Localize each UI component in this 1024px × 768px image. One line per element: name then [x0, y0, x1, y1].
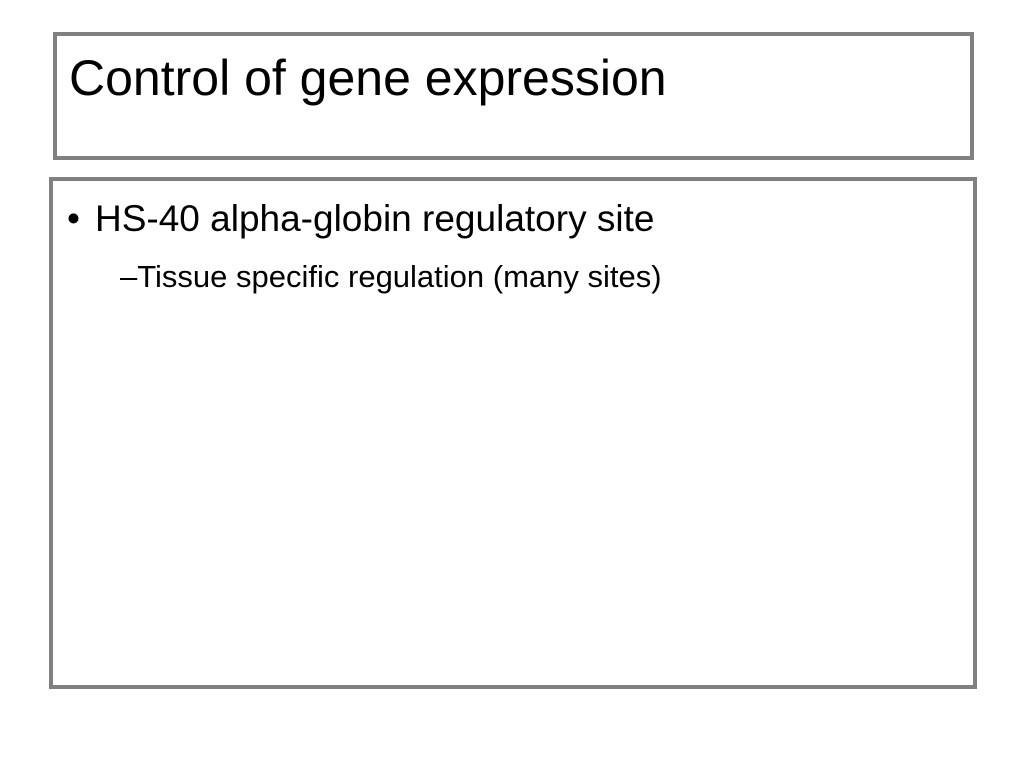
sub-bullet-item: –Tissue specific regulation (many sites)	[120, 258, 662, 296]
bullet-item: • HS-40 alpha-globin regulatory site	[67, 197, 654, 241]
title-placeholder[interactable]: Control of gene expression	[53, 32, 974, 160]
slide-title: Control of gene expression	[69, 50, 667, 106]
bullet-text: HS-40 alpha-globin regulatory site	[95, 198, 655, 239]
sub-bullet-text: Tissue specific regulation (many sites)	[137, 259, 662, 294]
bullet-marker: •	[67, 198, 80, 239]
sub-bullet-marker: –	[120, 259, 138, 294]
content-placeholder[interactable]: • HS-40 alpha-globin regulatory site –Tis…	[49, 177, 977, 689]
